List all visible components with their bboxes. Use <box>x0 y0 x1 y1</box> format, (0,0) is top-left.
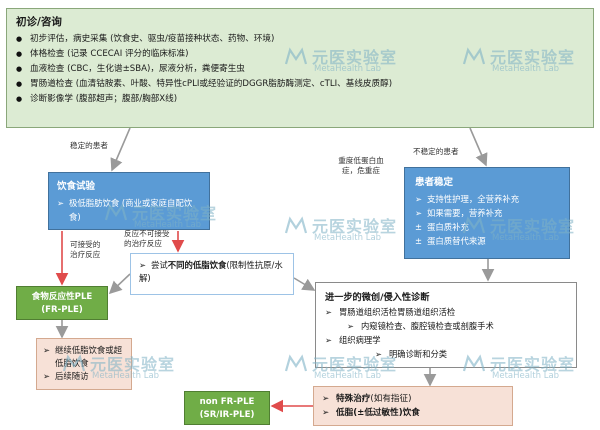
stabilize-item: ➢ 支持性护理，全营养补充 <box>415 192 559 206</box>
non-fr-ple-abbrev: (SR/IR-PLE) <box>199 410 255 420</box>
arrow-bullet-icon: ➢ <box>139 260 147 270</box>
fr-ple-box: 食物反应性PLE (FR-PLE) <box>16 286 108 320</box>
further-diagnostics-box: 进一步的微创/侵入性诊断 ➢ 胃肠道组织活检胃肠道组织活检 ➢ 内窥镜检查、腹腔镜检… <box>315 282 577 368</box>
special-treatment-text: 低脂(±低过敏性)饮食 <box>336 408 420 418</box>
continue-diet-text: 后续随访 <box>55 371 89 381</box>
special-treatment-note: (如有指征) <box>370 394 412 404</box>
arrow-to-diet-trial <box>110 127 131 172</box>
stabilize-item: ± 蛋白质补充 <box>415 220 559 234</box>
consultation-item: 胃肠道检查 (血清钴胺素、叶酸、特异性cPLI或经验证的DGGR脂肪酶测定、cT… <box>16 77 584 92</box>
diet-trial-box: 饮食试验 ➢ 极低脂肪饮食 (商业或家庭自配饮食) <box>48 172 210 230</box>
initial-consultation-title: 初诊/咨询 <box>16 16 62 28</box>
bullet-marker: ➢ <box>415 208 423 218</box>
trial-post-text: (限制性抗原/水解) <box>139 260 283 283</box>
arrow-trial-to-workup <box>293 277 316 291</box>
continue-diet-item: ➢ 后续随访 <box>43 370 125 383</box>
arrow-trial-to-fr-ple <box>108 273 131 295</box>
stabilize-text: 蛋白质替代来源 <box>427 236 486 246</box>
arrow-bullet-icon: ➢ <box>43 371 51 381</box>
special-treatment-item: ➢ 低脂(±低过敏性)饮食 <box>322 406 504 420</box>
diagnostics-row: ➢ 胃肠道组织活检胃肠道组织活检 <box>325 305 567 319</box>
diagnostics-text: 内窥镜检查、腹腔镜检查或剖腹手术 <box>361 321 494 331</box>
arrow-bullet-icon: ➢ <box>322 408 330 418</box>
trial-bold-text: 不同的低脂饮食 <box>167 260 227 270</box>
arrow-bullet-icon: ➢ <box>325 307 332 317</box>
non-fr-ple-box: non FR-PLE (SR/IR-PLE) <box>184 391 270 425</box>
continue-diet-text: 继续低脂饮食或超低脂饮食 <box>55 345 122 368</box>
further-diagnostics-title: 进一步的微创/侵入性诊断 <box>325 292 430 303</box>
initial-consultation-box: 初诊/咨询 初步评估，病史采集 (饮食史、驱虫/疫苗接种状态、药物、环境) 体格… <box>6 8 594 128</box>
different-diet-trial-box: ➢ 尝试不同的低脂饮食(限制性抗原/水解) <box>130 253 294 295</box>
label-stable: 稳定的患者 <box>70 141 108 150</box>
consultation-item: 诊断影像学 (腹部超声；腹部/胸部X线) <box>16 92 584 107</box>
stabilize-item: ± 蛋白质替代来源 <box>415 234 559 248</box>
stabilize-text: 支持性护理，全营养补充 <box>427 194 520 204</box>
patient-stabilize-title: 患者稳定 <box>415 177 454 188</box>
arrow-bullet-icon: ➢ <box>57 198 65 208</box>
arrow-bullet-icon: ➢ <box>325 335 332 345</box>
arrow-bullet-icon: ➢ <box>43 345 51 355</box>
fr-ple-title: 食物反应性PLE <box>31 292 93 302</box>
stabilize-text: 如果需要，营养补充 <box>427 208 503 218</box>
label-not-acceptable-response: 反应不可接受的治疗反应 <box>124 229 170 248</box>
special-treatment-box: ➢ 特殊治疗(如有指征) ➢ 低脂(±低过敏性)饮食 <box>313 386 513 426</box>
continue-diet-box: ➢ 继续低脂饮食或超低脂饮食 ➢ 后续随访 <box>36 338 132 390</box>
label-unstable: 不稳定的患者 <box>413 147 459 156</box>
patient-stabilize-box: 患者稳定 ➢ 支持性护理，全营养补充 ➢ 如果需要，营养补充 ± 蛋白质补充 ± 蛋白质… <box>404 167 570 259</box>
diagnostics-text: 组织病理学 <box>339 335 381 345</box>
diagnostics-row: ➢ 内窥镜检查、腹腔镜检查或剖腹手术 <box>325 319 567 333</box>
diet-trial-title: 饮食试验 <box>57 181 96 192</box>
arrow-bullet-icon: ➢ <box>322 394 330 404</box>
consultation-item: 血液检查 (CBC，生化谱±SBA)，尿液分析，粪便寄生虫 <box>16 62 584 77</box>
diet-trial-item: ➢ 极低脂肪饮食 (商业或家庭自配饮食) <box>57 196 201 224</box>
special-treatment-item: ➢ 特殊治疗(如有指征) <box>322 392 504 406</box>
diagnostics-row: ➢ 明确诊断和分类 <box>325 347 567 361</box>
special-treatment-text: 特殊治疗 <box>336 394 371 404</box>
consultation-item: 体格检查 (记录 CCECAI 评分的临床标准) <box>16 47 584 62</box>
label-hypoalbuminemia: 重度低蛋白血症，危重症 <box>338 156 384 175</box>
trial-pre-text: 尝试 <box>151 260 168 270</box>
bullet-marker: ➢ <box>415 194 423 204</box>
fr-ple-abbrev: (FR-PLE) <box>41 305 83 315</box>
arrow-to-stabilize <box>469 127 488 167</box>
bullet-marker: ± <box>415 222 423 232</box>
diet-trial-text: 极低脂肪饮食 (商业或家庭自配饮食) <box>69 198 193 222</box>
stabilize-text: 蛋白质补充 <box>427 222 469 232</box>
diagnostics-row: ➢ 组织病理学 <box>325 333 567 347</box>
arrow-bullet-icon: ➢ <box>347 321 354 331</box>
diagnostics-text: 胃肠道组织活检胃肠道组织活检 <box>339 307 456 317</box>
bullet-marker: ± <box>415 236 423 246</box>
consultation-item: 初步评估，病史采集 (饮食史、驱虫/疫苗接种状态、药物、环境) <box>16 32 584 47</box>
diagnostics-text: 明确诊断和分类 <box>389 349 448 359</box>
continue-diet-item: ➢ 继续低脂饮食或超低脂饮食 <box>43 344 125 370</box>
non-fr-ple-title: non FR-PLE <box>199 397 255 407</box>
label-acceptable-response: 可接受的治疗反应 <box>70 240 101 259</box>
arrow-bullet-icon: ➢ <box>375 349 382 359</box>
stabilize-item: ➢ 如果需要，营养补充 <box>415 206 559 220</box>
